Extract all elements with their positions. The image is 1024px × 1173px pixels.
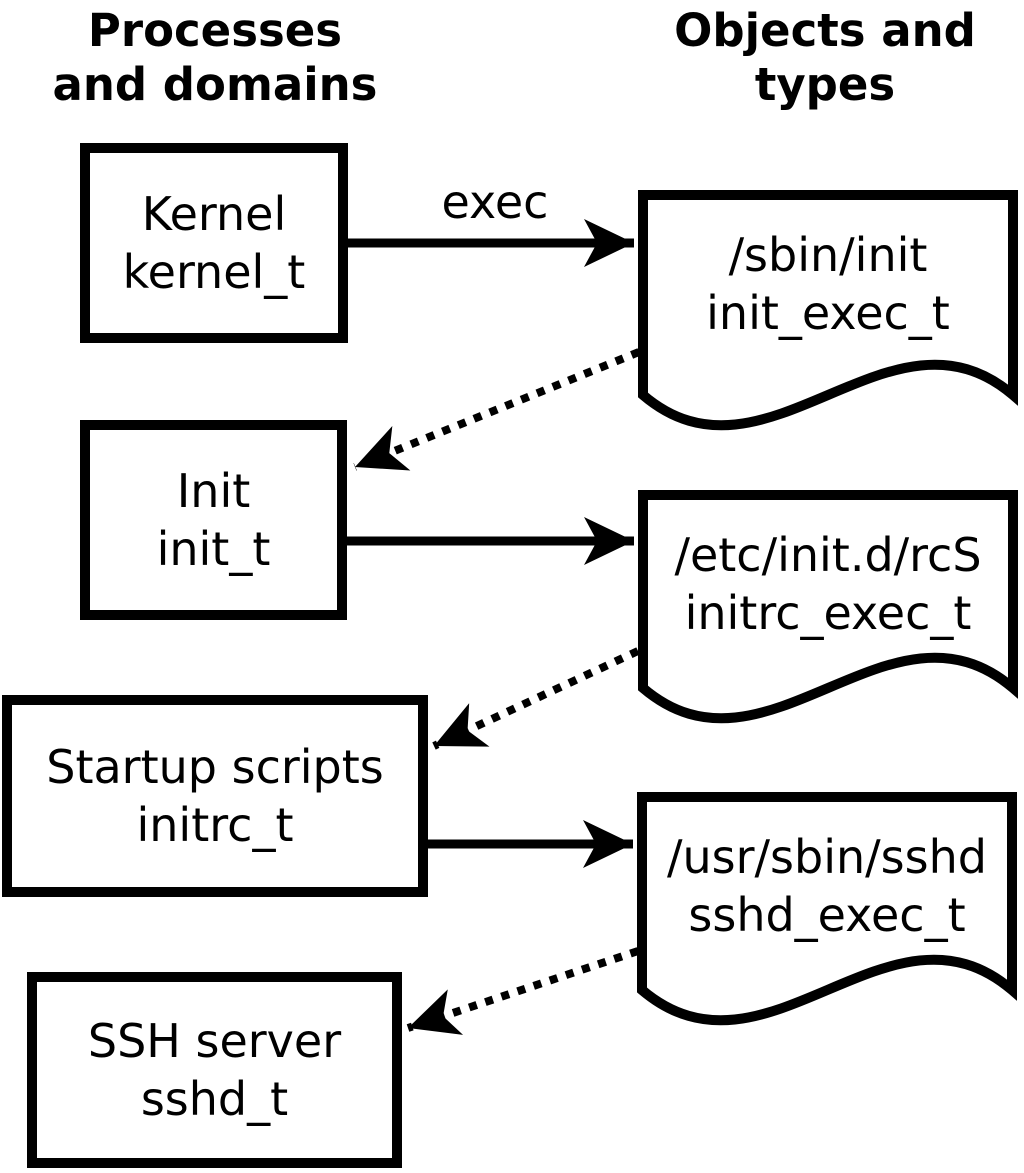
process-box-ssh-server — [27, 972, 402, 1168]
exec-arrow-label: exec — [441, 175, 549, 229]
transition-arrow-sbin-init-to-init-t — [353, 348, 641, 471]
transition-arrow-sshd-to-sshd-t — [406, 947, 640, 1035]
object-doc-usr-sbin-sshd — [637, 792, 1017, 1026]
process-box-kernel — [80, 143, 348, 343]
transition-arrow-rcs-to-initrc-t — [432, 647, 640, 750]
column-header-objects-line2: types — [754, 58, 896, 111]
object-doc-sbin-init — [638, 190, 1018, 431]
process-box-startup-scripts — [2, 695, 428, 897]
column-header-processes-line2: and domains — [52, 58, 378, 111]
column-header-processes-line1: Processes — [87, 4, 343, 57]
column-header-objects-line1: Objects and — [674, 4, 976, 57]
process-box-init — [80, 420, 347, 620]
column-header-objects: Objects and types — [628, 4, 1022, 112]
column-header-processes: Processes and domains — [20, 4, 410, 112]
object-doc-etc-initd-rcs — [638, 490, 1018, 724]
